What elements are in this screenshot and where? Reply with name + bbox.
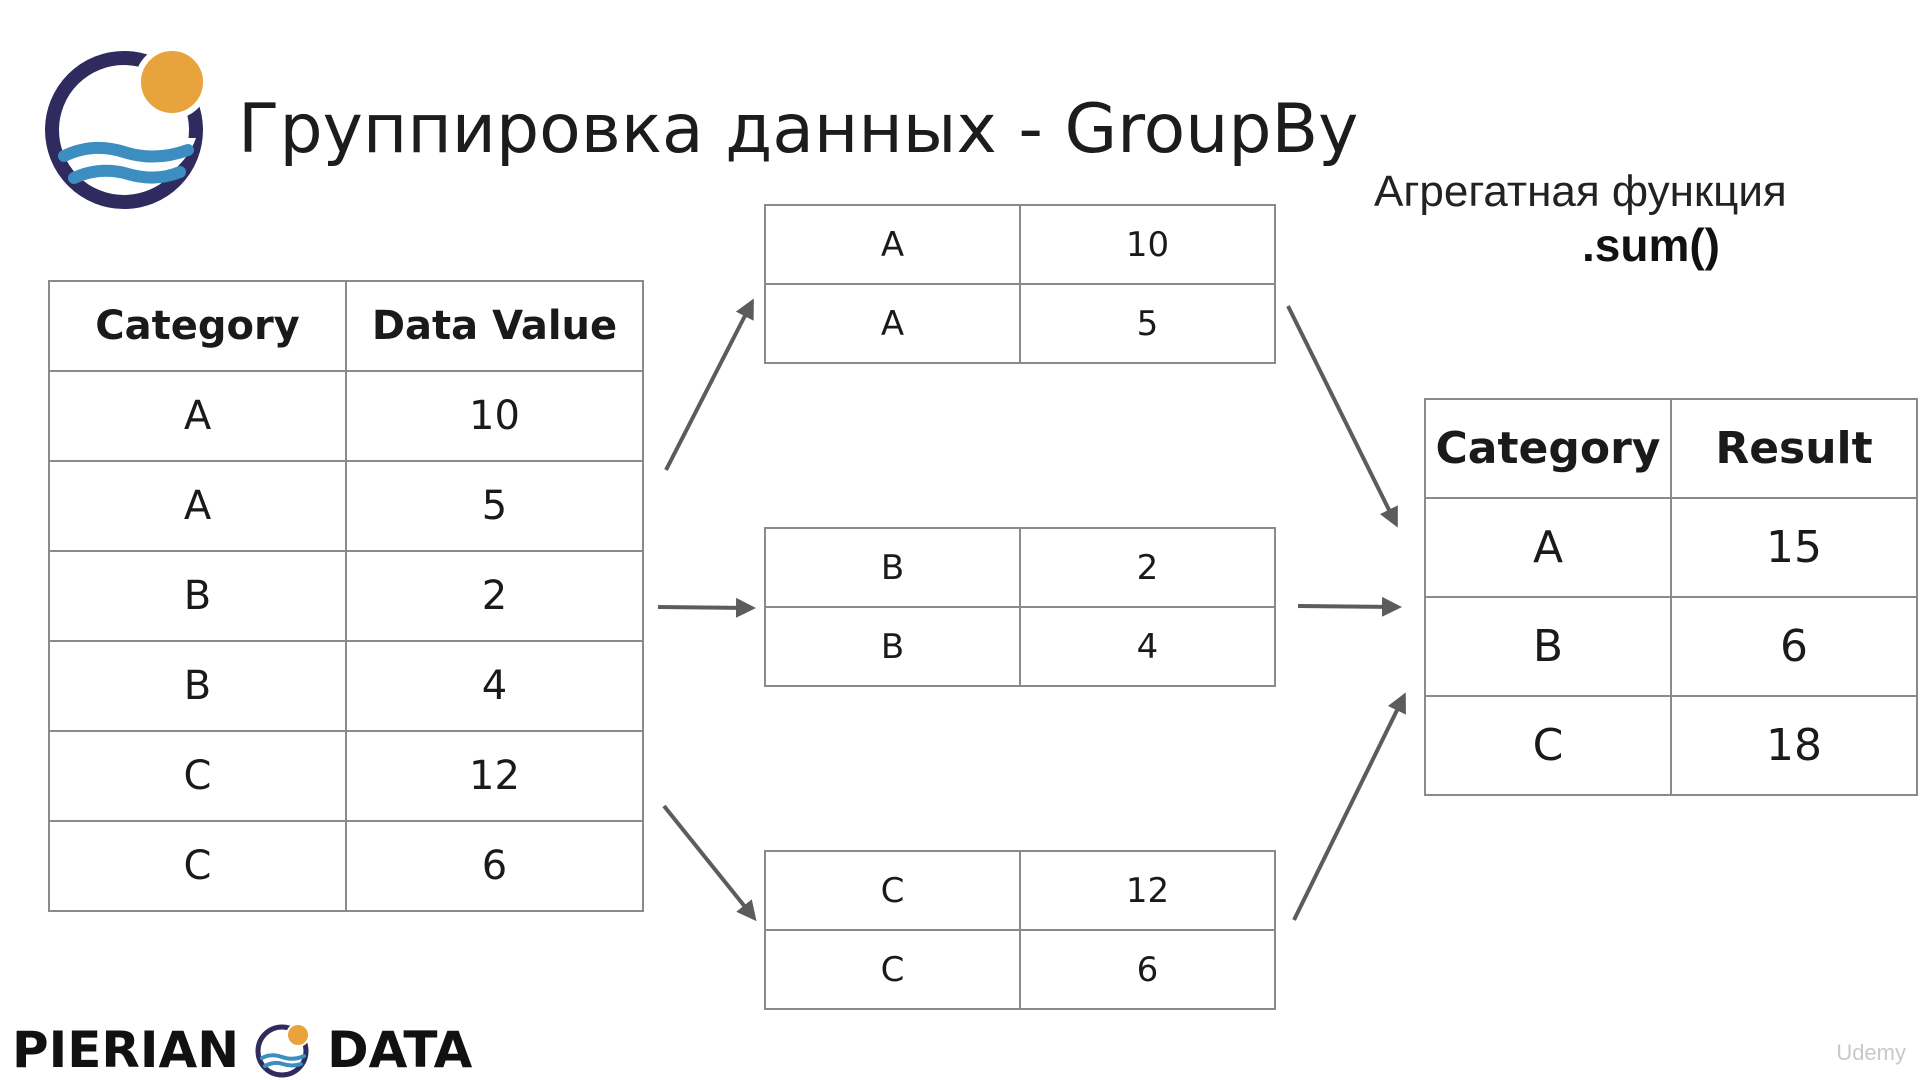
table-cell: 10 <box>345 370 644 462</box>
split-arrow-a <box>664 298 754 471</box>
split-arrow-c <box>662 804 757 922</box>
group-table-a: A 10 A 5 <box>764 204 1276 364</box>
table-cell: 10 <box>1019 204 1276 285</box>
table-cell: C <box>764 850 1021 931</box>
table-cell: 5 <box>345 460 644 552</box>
table-row: C 18 <box>1424 695 1918 796</box>
table-cell: B <box>764 606 1021 687</box>
table-row: C 12 <box>48 730 644 822</box>
table-row: C 6 <box>764 929 1276 1010</box>
table-cell: C <box>48 820 347 912</box>
udemy-watermark: Udemy <box>1836 1040 1906 1065</box>
table-cell: A <box>48 460 347 552</box>
group-table-c: C 12 C 6 <box>764 850 1276 1010</box>
table-cell: 15 <box>1670 497 1918 598</box>
table-cell: 6 <box>345 820 644 912</box>
table-header-row: Category Result <box>1424 398 1918 499</box>
table-cell: 12 <box>345 730 644 822</box>
table-row: A 5 <box>48 460 644 552</box>
table-row: B 4 <box>764 606 1276 687</box>
combine-arrow-a <box>1286 305 1398 528</box>
aggregation-label: Агрегатная функция <box>1374 167 1787 216</box>
table-cell: 18 <box>1670 695 1918 796</box>
brand-left-text: PIERIAN <box>12 1021 240 1079</box>
table-cell: 2 <box>1019 527 1276 608</box>
table-cell: A <box>764 283 1021 364</box>
table-cell: B <box>48 640 347 732</box>
table-cell: 4 <box>1019 606 1276 687</box>
table-cell: C <box>764 929 1021 1010</box>
table-row: C 12 <box>764 850 1276 931</box>
table-row: A 10 <box>764 204 1276 285</box>
column-header-result: Result <box>1670 398 1918 499</box>
column-header-data-value: Data Value <box>345 280 644 372</box>
brand-right-text: DATA <box>327 1021 473 1079</box>
table-row: B 2 <box>48 550 644 642</box>
table-row: A 5 <box>764 283 1276 364</box>
split-arrow-b <box>657 597 756 618</box>
table-row: B 4 <box>48 640 644 732</box>
table-cell: 2 <box>345 550 644 642</box>
pierian-small-logo-icon <box>255 1023 311 1078</box>
table-cell: 6 <box>1019 929 1276 1010</box>
table-cell: C <box>48 730 347 822</box>
table-cell: 4 <box>345 640 644 732</box>
table-cell: A <box>1424 497 1672 598</box>
table-cell: C <box>1424 695 1672 796</box>
table-cell: 12 <box>1019 850 1276 931</box>
combine-arrow-b <box>1297 596 1402 617</box>
footer-brand: PIERIAN DATA <box>12 1018 472 1080</box>
pierian-logo-icon <box>45 45 209 209</box>
table-row: B 6 <box>1424 596 1918 697</box>
table-cell: B <box>48 550 347 642</box>
table-cell: B <box>764 527 1021 608</box>
slide-title: Группировка данных - GroupBy <box>238 90 1359 169</box>
combine-arrow-c <box>1292 692 1406 921</box>
column-header-category: Category <box>1424 398 1672 499</box>
table-row: B 2 <box>764 527 1276 608</box>
table-cell: A <box>764 204 1021 285</box>
table-cell: B <box>1424 596 1672 697</box>
group-table-b: B 2 B 4 <box>764 527 1276 687</box>
table-row: A 10 <box>48 370 644 462</box>
table-cell: A <box>48 370 347 462</box>
table-row: C 6 <box>48 820 644 912</box>
source-table: Category Data Value A 10 A 5 B 2 B 4 C 1… <box>48 280 644 912</box>
column-header-category: Category <box>48 280 347 372</box>
aggregation-function: .sum() <box>1582 219 1720 271</box>
table-row: A 15 <box>1424 497 1918 598</box>
result-table: Category Result A 15 B 6 C 18 <box>1424 398 1918 796</box>
table-cell: 6 <box>1670 596 1918 697</box>
table-header-row: Category Data Value <box>48 280 644 372</box>
table-cell: 5 <box>1019 283 1276 364</box>
